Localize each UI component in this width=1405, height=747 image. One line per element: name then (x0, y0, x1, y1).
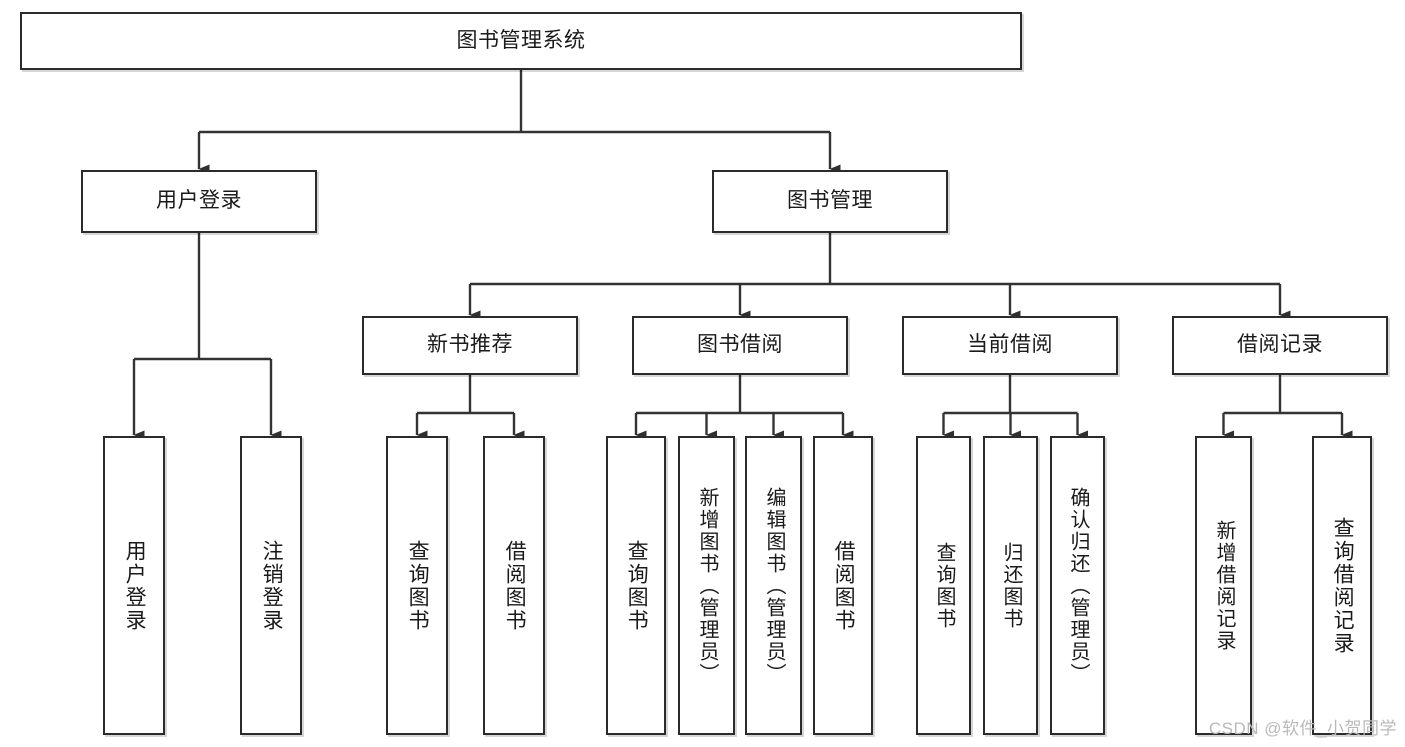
node-leaf-confirm-return[interactable]: 确认归还（管理员） (1050, 436, 1105, 735)
node-label: 新增图书（管理员） (696, 486, 718, 685)
node-leaf-edit-book[interactable]: 编辑图书（管理员） (745, 436, 802, 735)
node-root[interactable]: 图书管理系统 (20, 12, 1022, 70)
node-new-book-rec[interactable]: 新书推荐 (362, 316, 578, 375)
node-leaf-query-book-2[interactable]: 查询图书 (606, 436, 666, 735)
node-label: 图书借阅 (697, 333, 783, 357)
node-label: 新书推荐 (427, 333, 513, 357)
node-current-borrow[interactable]: 当前借阅 (902, 316, 1118, 375)
node-leaf-user-login[interactable]: 用户登录 (103, 436, 165, 735)
node-label: 查询借阅记录 (1331, 516, 1355, 655)
node-label: 当前借阅 (967, 333, 1053, 357)
node-label: 用户登录 (123, 539, 147, 632)
node-leaf-query-record[interactable]: 查询借阅记录 (1312, 436, 1372, 735)
node-leaf-borrow-book-1[interactable]: 借阅图书 (483, 436, 545, 735)
node-leaf-return-book[interactable]: 归还图书 (983, 436, 1038, 735)
node-book-borrow[interactable]: 图书借阅 (632, 316, 848, 375)
node-label: 图书管理系统 (456, 28, 586, 52)
node-label: 注销登录 (260, 539, 284, 632)
node-leaf-query-book-1[interactable]: 查询图书 (386, 436, 448, 735)
node-user-login[interactable]: 用户登录 (81, 170, 317, 233)
node-label: 确认归还（管理员） (1067, 486, 1089, 685)
node-leaf-add-record[interactable]: 新增借阅记录 (1195, 436, 1252, 735)
node-label: 新增借阅记录 (1213, 519, 1235, 652)
node-label: 图书管理 (787, 189, 873, 213)
node-label: 编辑图书（管理员） (763, 486, 785, 685)
node-label: 借阅图书 (832, 539, 856, 632)
node-label: 查询图书 (625, 539, 649, 632)
node-label: 查询图书 (933, 541, 955, 630)
node-borrow-record[interactable]: 借阅记录 (1172, 316, 1388, 375)
node-leaf-logout[interactable]: 注销登录 (240, 436, 302, 735)
node-label: 查询图书 (406, 539, 430, 632)
node-label: 用户登录 (156, 189, 242, 213)
node-label: 归还图书 (1000, 541, 1022, 630)
node-leaf-add-book[interactable]: 新增图书（管理员） (678, 436, 735, 735)
node-label: 借阅图书 (503, 539, 527, 632)
node-book-manage[interactable]: 图书管理 (712, 170, 948, 233)
node-leaf-query-book-3[interactable]: 查询图书 (916, 436, 971, 735)
node-leaf-borrow-book-2[interactable]: 借阅图书 (813, 436, 873, 735)
node-label: 借阅记录 (1237, 333, 1323, 357)
